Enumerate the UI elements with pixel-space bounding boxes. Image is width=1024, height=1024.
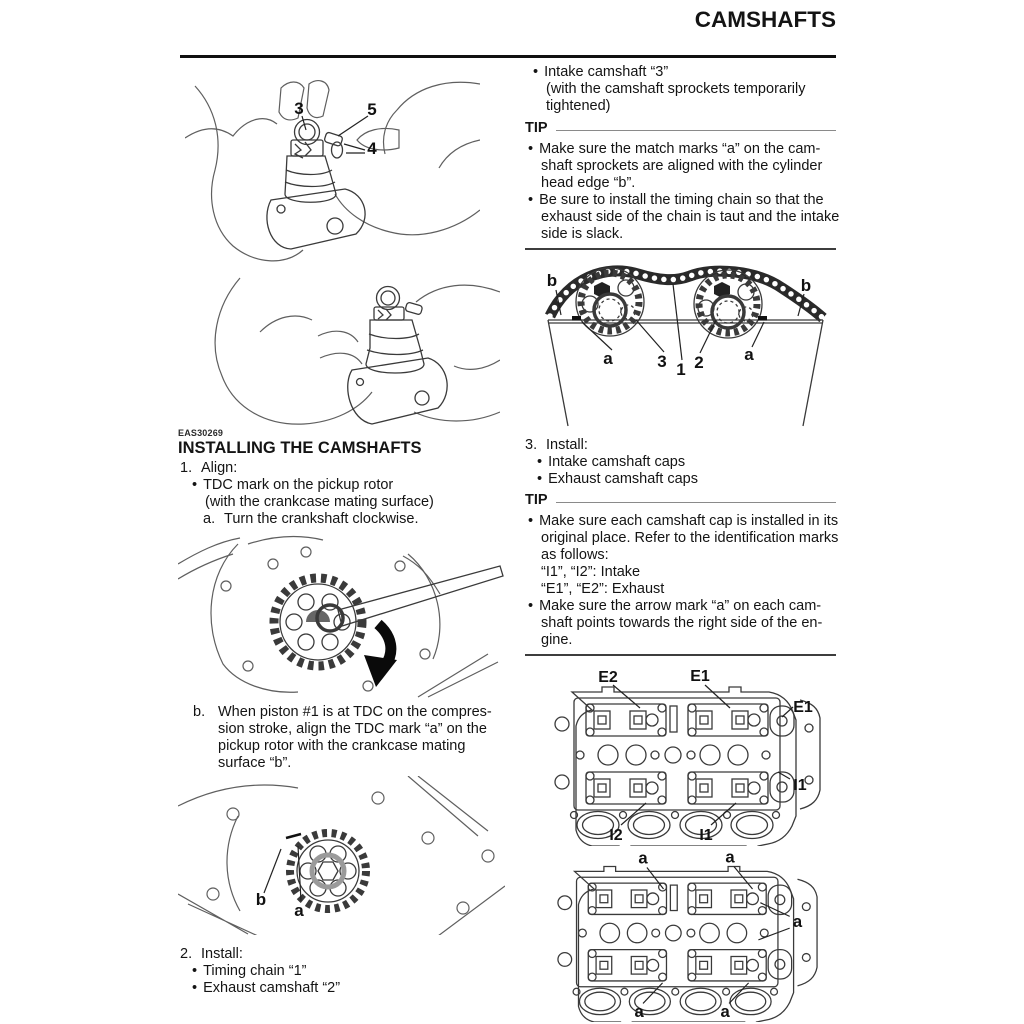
- page-title: CAMSHAFTS: [694, 7, 836, 32]
- exhaust-cam-sprocket: [575, 267, 645, 337]
- tip1-line: head edge “b”.: [541, 175, 636, 191]
- engine-case-outline: [178, 535, 499, 698]
- label-b: b: [256, 890, 266, 909]
- tip2-bullet: •Make sure the arrow mark “a” on each ca…: [528, 598, 822, 614]
- step-2: 2.: [180, 946, 193, 962]
- wrench: [315, 565, 504, 633]
- label-leaders: [642, 866, 790, 1004]
- step-1a-text: Turn the crankshaft clockwise.: [224, 511, 419, 527]
- tip2-end-rule: [525, 654, 836, 656]
- label-i1-right: I1: [793, 777, 806, 794]
- label-leaders: [612, 684, 794, 826]
- tip2-line: “I1”, “I2”: Intake: [541, 564, 641, 580]
- step-1b-line: When piston #1 is at TDC on the compres-: [218, 704, 492, 720]
- label-1: 1: [676, 360, 685, 379]
- label-e1-top: E1: [690, 668, 710, 685]
- section-title: INSTALLING THE CAMSHAFTS: [178, 439, 422, 457]
- tip-heading: TIP: [525, 492, 836, 508]
- step-1b: b.: [193, 704, 206, 720]
- step-1-bullet: •TDC mark on the pickup rotor: [192, 477, 394, 493]
- figure-tensioner-assembled: [200, 272, 500, 430]
- hands-outline: [185, 80, 480, 262]
- step-3-bullet: •Exhaust camshaft caps: [537, 471, 698, 487]
- pickup-rotor-sprocket: [285, 829, 370, 913]
- label-a: a: [634, 1002, 644, 1021]
- intro-line: (with the camshaft sprockets temporarily: [546, 81, 806, 97]
- tip2-bullet: •Make sure each camshaft cap is installe…: [528, 513, 839, 529]
- step-1-label: Align:: [201, 460, 238, 476]
- label-a: a: [294, 901, 304, 920]
- cylinder-head-art: [557, 865, 818, 1022]
- label-a: a: [725, 848, 735, 867]
- tip2-line: as follows:: [541, 547, 609, 563]
- tip1-bullet: •Make sure the match marks “a” on the ca…: [528, 141, 821, 157]
- step-2-bullet: •Exhaust camshaft “2”: [192, 980, 341, 996]
- step-1-note: (with the crankcase mating surface): [205, 494, 434, 510]
- callout-4: 4: [367, 139, 377, 158]
- engine-case-outline: [178, 776, 505, 935]
- label-i1-bottom: I1: [699, 827, 712, 844]
- figure-pickup-rotor: b a: [178, 776, 505, 935]
- label-leaders: [263, 845, 302, 902]
- label-a: a: [638, 849, 648, 868]
- label-2: 2: [694, 353, 703, 372]
- intake-cam-sprocket: [693, 269, 763, 339]
- step-2-bullet: •Timing chain “1”: [192, 963, 307, 979]
- step-1a: a.: [203, 511, 216, 527]
- step-3-label: Install:: [546, 437, 588, 453]
- step-1b-line: pickup rotor with the crankcase mating: [218, 738, 466, 754]
- figure-timing-chain-alignment: b a 3 1 2 a b: [540, 260, 840, 428]
- step-1b-line: sion stroke, align the TDC mark “a” on t…: [218, 721, 487, 737]
- label-a-right: a: [744, 345, 754, 364]
- cylinder-head-edge: [547, 316, 824, 427]
- step-3-bullet: •Intake camshaft caps: [537, 454, 686, 470]
- label-i2-bottom: I2: [609, 827, 622, 844]
- callout-5: 5: [367, 100, 376, 119]
- callout-leaders: [301, 115, 369, 154]
- tip1-line: exhaust side of the chain is taut and th…: [541, 209, 840, 225]
- hands-outline: [214, 277, 500, 425]
- rotation-arrow: [364, 619, 397, 687]
- label-leaders: [555, 283, 805, 361]
- label-e2: E2: [598, 669, 618, 686]
- step-1b-line: surface “b”.: [218, 755, 292, 771]
- tensioner-part: [266, 118, 366, 250]
- callout-3: 3: [294, 99, 303, 118]
- header-rule: [180, 55, 836, 58]
- figure-cap-identification: E2 E1 E1 I1 I2 I1: [550, 666, 825, 846]
- tip-heading: TIP: [525, 120, 836, 136]
- figure-tensioner-disassembly: 3 5 4: [185, 78, 480, 268]
- label-a-left: a: [603, 349, 613, 368]
- cylinder-head-art: [554, 686, 821, 846]
- label-3: 3: [657, 352, 666, 371]
- tensioner-part: [347, 285, 448, 425]
- label-b-right: b: [801, 276, 811, 295]
- intro-bullet: •Intake camshaft “3”: [533, 64, 669, 80]
- step-1: 1.: [180, 460, 193, 476]
- step-2-label: Install:: [201, 946, 243, 962]
- label-a: a: [721, 1002, 731, 1021]
- tip2-line: shaft points towards the right side of t…: [541, 615, 823, 631]
- tip2-line: “E1”, “E2”: Exhaust: [541, 581, 665, 597]
- label-a: a: [793, 912, 803, 931]
- tip2-line: gine.: [541, 632, 573, 648]
- tip1-end-rule: [525, 248, 836, 250]
- figure-arrow-marks: a a a a a: [550, 846, 825, 1022]
- label-b-left: b: [547, 271, 557, 290]
- tip1-bullet: •Be sure to install the timing chain so …: [528, 192, 824, 208]
- intro-line: tightened): [546, 98, 611, 114]
- figure-crankshaft-turning: [178, 534, 505, 698]
- label-e1-right: E1: [793, 699, 813, 716]
- tip2-line: original place. Refer to the identificat…: [541, 530, 839, 546]
- tip1-line: shaft sprockets are aligned with the cyl…: [541, 158, 823, 174]
- tip1-line: side is slack.: [541, 226, 624, 242]
- section-code: EAS30269: [178, 428, 224, 438]
- step-3: 3.: [525, 437, 538, 453]
